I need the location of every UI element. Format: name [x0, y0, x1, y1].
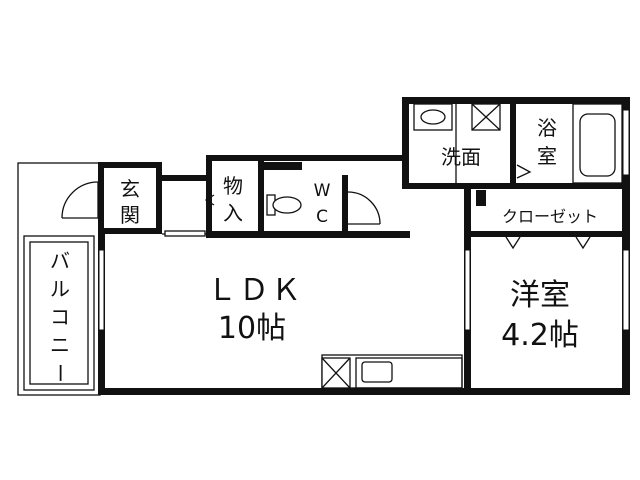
balcony-char-3: コ — [50, 305, 70, 329]
bathtub-icon — [572, 103, 623, 184]
wc-label-2: C — [316, 207, 328, 227]
windows — [98, 109, 630, 331]
entrance-label-1: 玄 — [120, 177, 140, 201]
wc-door — [347, 191, 381, 225]
storage-door-marker — [204, 194, 215, 206]
step-sill — [164, 230, 206, 237]
bath-label-1: 浴 — [537, 116, 557, 140]
closet-door-markers — [505, 236, 591, 250]
ldk-size: 10帖 — [218, 311, 286, 346]
western-name: 洋室 — [510, 278, 570, 313]
kitchen-counter — [321, 354, 463, 389]
storage-label-2: 入 — [223, 201, 243, 225]
bath-label-2: 室 — [537, 144, 557, 168]
toilet-icon — [266, 194, 302, 216]
ldk-name: ＬＤＫ — [207, 273, 303, 308]
balcony-char-4: ニ — [50, 333, 70, 357]
balcony-char-5: ー — [48, 363, 72, 383]
entrance-label-2: 関 — [120, 203, 140, 227]
balcony — [17, 162, 101, 396]
washroom-fixtures — [413, 103, 501, 183]
washroom-label: 洗面 — [441, 145, 481, 169]
storage-label-1: 物 — [223, 174, 243, 198]
balcony-char-2: ル — [50, 277, 70, 301]
western-size: 4.2帖 — [501, 318, 579, 353]
balcony-char-1: バ — [50, 249, 70, 273]
bath-door-marker — [516, 164, 532, 179]
closet-label: クローゼット — [502, 207, 598, 226]
entrance-door — [61, 181, 99, 219]
labels: ＬＤＫ 10帖 洋室 4.2帖 玄 関 物 入 W C 洗面 浴 室 クローゼッ… — [48, 116, 598, 383]
wc-label-1: W — [314, 181, 331, 201]
